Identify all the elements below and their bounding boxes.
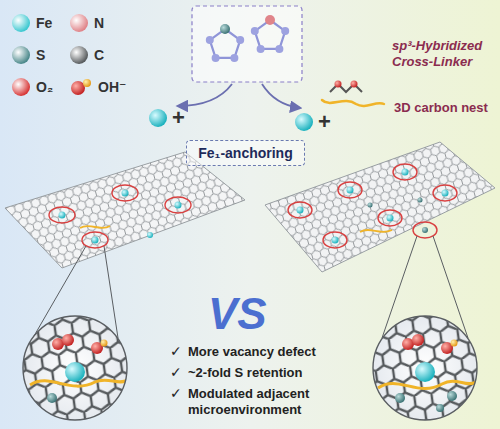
plus-sign: +	[318, 109, 331, 135]
legend-label: OH⁻	[98, 79, 126, 95]
check-mark: ✓	[170, 343, 182, 360]
cross-linker-label: sp³-Hybridized Cross-Linker	[392, 38, 496, 69]
legend-symbol	[70, 78, 92, 96]
legend-item: S	[12, 44, 45, 66]
legend-label: Fe	[36, 15, 52, 31]
legend-label: C	[94, 47, 104, 63]
legend-item: Fe	[12, 12, 52, 34]
legend-swatch	[12, 46, 30, 64]
feature-text: Modulated adjacent microenvironment	[188, 386, 338, 417]
check-mark: ✓	[170, 385, 182, 402]
legend-label: N	[94, 15, 104, 31]
box-label: Fe₁-anchoring	[197, 145, 294, 161]
legend-item: N	[70, 12, 104, 34]
nest-label: 3D carbon nest	[394, 100, 488, 116]
legend-swatch	[70, 46, 88, 64]
legend-label: S	[36, 47, 45, 63]
legend-swatch	[70, 14, 88, 32]
process-box: Fe₁-anchoring	[186, 140, 305, 166]
feature-text: ~2-fold S retention	[188, 365, 338, 381]
check-mark: ✓	[170, 364, 182, 381]
legend-swatch	[12, 14, 30, 32]
feature-text: More vacancy defect	[188, 344, 338, 360]
legend-item: OH⁻	[70, 76, 126, 98]
vs-label: VS	[208, 288, 267, 341]
plus-sign: +	[172, 105, 185, 131]
legend-item: C	[70, 44, 104, 66]
legend-label: O₂	[36, 79, 53, 95]
legend-swatch	[12, 78, 30, 96]
legend-item: O₂	[12, 76, 53, 98]
